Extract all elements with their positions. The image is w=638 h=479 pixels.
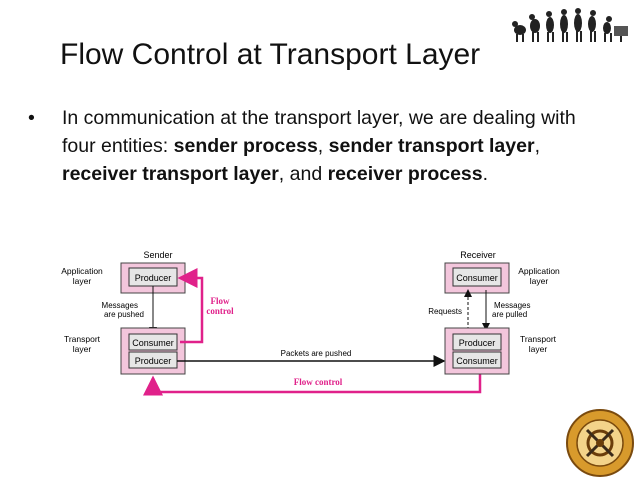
- bullet-marker: •: [28, 107, 35, 129]
- bullet-text-part: ,: [317, 135, 329, 157]
- messages-pushed-line1: Messages: [102, 301, 138, 310]
- transport-layer-left-line2: layer: [73, 344, 92, 354]
- messages-pulled-line1: Messages: [494, 301, 530, 310]
- slide-title: Flow Control at Transport Layer: [60, 38, 481, 71]
- app-layer-left-line1: Application: [61, 266, 103, 276]
- flow-control-upper-arrow: [177, 268, 204, 344]
- sender-producer-label: Producer: [135, 273, 172, 283]
- messages-pushed-line2: are pushed: [104, 310, 144, 319]
- sender-transport-producer-label: Producer: [135, 356, 172, 366]
- receiver-producer-label: Producer: [459, 338, 496, 348]
- bullet-text-part: .: [482, 163, 489, 185]
- app-layer-right-line2: layer: [530, 276, 549, 286]
- bullet-text-part: ,: [534, 135, 540, 157]
- transport-layer-right-line2: layer: [529, 344, 548, 354]
- flow-control-lower-label: Flow control: [294, 377, 343, 387]
- receiver-label: Receiver: [460, 250, 496, 260]
- flow-control-diagram: Sender Application layer Producer Messag…: [61, 250, 560, 396]
- transport-layer-right-line1: Transport: [520, 334, 557, 344]
- messages-pulled-line2: are pulled: [492, 310, 527, 319]
- sender-consumer-box: [128, 333, 178, 351]
- sender-transport-producer-box: [128, 351, 178, 369]
- packets-pushed-label: Packets are pushed: [281, 349, 352, 358]
- app-layer-right-line1: Application: [518, 266, 560, 276]
- transport-layer-left-line1: Transport: [64, 334, 101, 344]
- bullet-bold-receiver-transport: receiver transport layer: [62, 163, 279, 185]
- receiver-consumer-label: Consumer: [456, 273, 498, 283]
- bullet-bold-sender-transport: sender transport layer: [328, 135, 535, 157]
- requests-label: Requests: [428, 307, 462, 316]
- flow-control-upper-line2: control: [206, 306, 234, 316]
- flow-control-upper-line1: Flow: [211, 296, 230, 306]
- receiver-consumer-box: [452, 267, 502, 287]
- sender-consumer-label: Consumer: [132, 338, 174, 348]
- receiver-producer-box: [452, 333, 502, 351]
- bullet-text-part: In communication at the transport layer,…: [62, 107, 576, 157]
- evolution-icon: [512, 8, 628, 42]
- receiver-transport-consumer-box: [452, 351, 502, 369]
- sender-label: Sender: [143, 250, 172, 260]
- bullet-bold-sender-process: sender process: [173, 135, 318, 157]
- app-layer-left-line2: layer: [73, 276, 92, 286]
- bullet-bold-receiver-process: receiver process: [327, 163, 483, 185]
- college-seal-icon: [566, 409, 634, 477]
- flow-control-lower-arrow: [143, 374, 482, 396]
- receiver-transport-consumer-label: Consumer: [456, 356, 498, 366]
- bullet-text: In communication at the transport layer,…: [62, 104, 612, 188]
- bullet-text-part: , and: [278, 163, 328, 185]
